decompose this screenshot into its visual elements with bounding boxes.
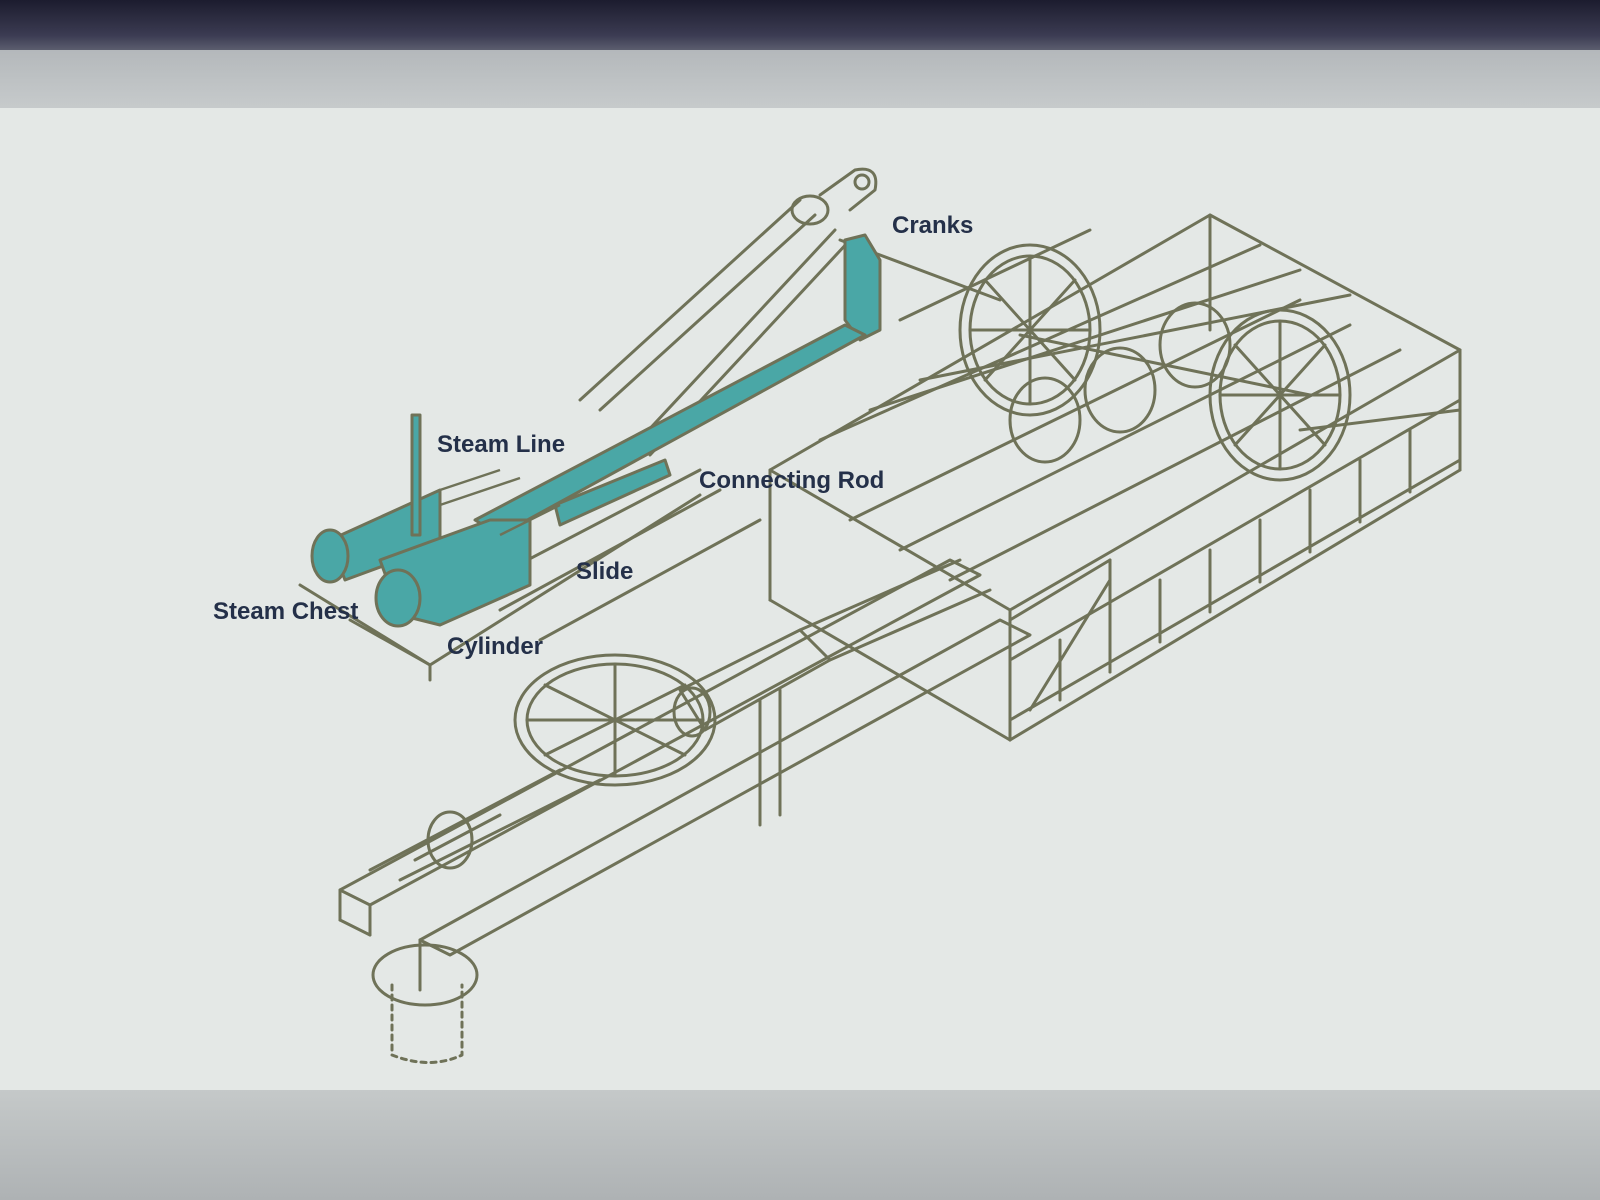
cylinder-end [374, 568, 422, 628]
label-steam-chest: Steam Chest [213, 598, 358, 625]
label-cranks: Cranks [892, 212, 973, 239]
label-steam-line: Steam Line [437, 431, 565, 458]
label-cylinder: Cylinder [447, 633, 543, 660]
right-flywheels [898, 228, 1352, 482]
panel-header-strip [0, 50, 1600, 110]
label-connecting-rod: Connecting Rod [699, 467, 884, 494]
photo-top-edge [0, 0, 1600, 50]
slide-highlight [553, 458, 672, 527]
panel-bottom-edge [0, 1090, 1600, 1200]
diagram-panel [0, 108, 1600, 1098]
highlighted-engine [310, 233, 882, 628]
highlight-outlines [439, 468, 561, 537]
label-slide: Slide [576, 558, 633, 585]
steam-chest-end [310, 528, 350, 584]
well-bucket [371, 938, 479, 1064]
connecting-rod-highlight [473, 323, 867, 537]
steam-line-pipe [410, 413, 422, 537]
cranks-highlight [843, 233, 882, 342]
lower-frame [338, 558, 1032, 962]
